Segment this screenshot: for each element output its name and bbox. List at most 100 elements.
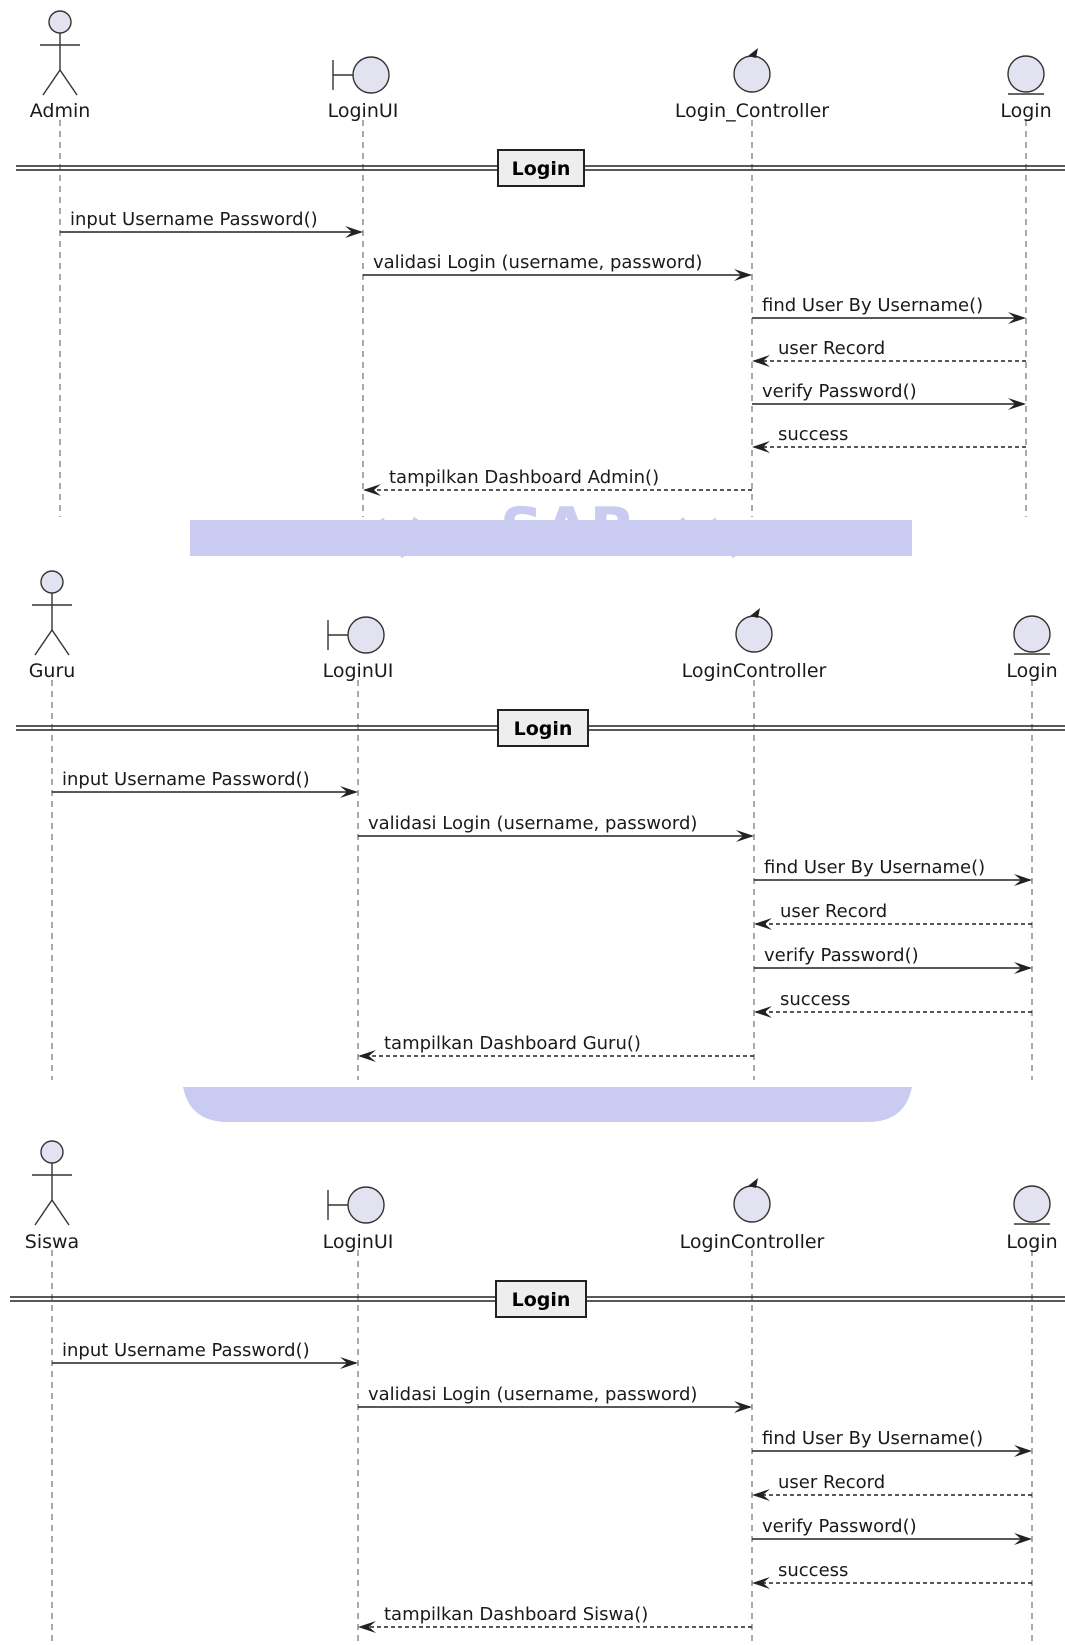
arrow-head-icon bbox=[1014, 1533, 1032, 1545]
entity-icon bbox=[1007, 55, 1045, 95]
arrow-head-icon bbox=[754, 1006, 772, 1018]
arrow-head-icon bbox=[752, 1489, 770, 1501]
boundary-icon bbox=[327, 616, 385, 654]
actor-icon bbox=[40, 10, 80, 96]
arrow-head-icon bbox=[363, 484, 381, 496]
participant-name: LoginUI bbox=[328, 100, 399, 122]
message-label: user Record bbox=[780, 901, 887, 922]
message-label: tampilkan Dashboard Siswa() bbox=[384, 1604, 648, 1625]
message-label: input Username Password() bbox=[62, 769, 310, 790]
arrow-head-icon bbox=[752, 1577, 770, 1589]
actor-icon bbox=[32, 1140, 72, 1226]
participant-entity: Login bbox=[1006, 615, 1058, 682]
control-icon bbox=[735, 608, 773, 653]
boundary-icon bbox=[332, 56, 390, 94]
participant-actor: Guru bbox=[29, 570, 76, 682]
participant-control: LoginController bbox=[680, 1178, 825, 1253]
entity-icon bbox=[1013, 615, 1051, 655]
divider-label: Login bbox=[514, 718, 573, 740]
message-label: find User By Username() bbox=[762, 1428, 983, 1449]
arrow-head-icon bbox=[345, 226, 363, 238]
message-label: validasi Login (username, password) bbox=[368, 1384, 697, 1405]
message: find User By Username() bbox=[752, 295, 1026, 324]
message-label: tampilkan Dashboard Guru() bbox=[384, 1033, 641, 1054]
message-label: user Record bbox=[778, 1472, 885, 1493]
control-icon bbox=[733, 48, 771, 93]
message: verify Password() bbox=[754, 945, 1032, 974]
section-divider: Login bbox=[16, 149, 1065, 187]
participant-name: Guru bbox=[29, 660, 76, 682]
arrow-head-icon bbox=[1008, 312, 1026, 324]
message-label: tampilkan Dashboard Admin() bbox=[389, 467, 659, 488]
participant-name: Login bbox=[1000, 100, 1051, 122]
message-label: success bbox=[778, 424, 848, 445]
message: user Record bbox=[754, 901, 1032, 930]
message-label: validasi Login (username, password) bbox=[373, 252, 702, 273]
arrow-head-icon bbox=[358, 1050, 376, 1062]
message: user Record bbox=[752, 338, 1026, 367]
message-label: verify Password() bbox=[764, 945, 919, 966]
message: success bbox=[752, 1560, 1032, 1589]
message: success bbox=[752, 424, 1026, 453]
participant-actor: Siswa bbox=[25, 1140, 79, 1253]
message: verify Password() bbox=[752, 1516, 1032, 1545]
participant-actor: Admin bbox=[30, 10, 91, 122]
participant-name: Siswa bbox=[25, 1231, 79, 1253]
message: success bbox=[754, 989, 1032, 1018]
watermark-band-2 bbox=[183, 1087, 912, 1122]
arrow-head-icon bbox=[340, 786, 358, 798]
message: find User By Username() bbox=[752, 1428, 1032, 1457]
participant-boundary: LoginUI bbox=[328, 56, 399, 122]
participant-entity: Login bbox=[1000, 55, 1052, 122]
message: find User By Username() bbox=[754, 857, 1032, 886]
message-label: input Username Password() bbox=[62, 1340, 310, 1361]
arrow-head-icon bbox=[752, 355, 770, 367]
divider-label: Login bbox=[512, 158, 571, 180]
message: validasi Login (username, password) bbox=[363, 252, 752, 281]
participant-name: Login bbox=[1006, 1231, 1057, 1253]
message-label: find User By Username() bbox=[764, 857, 985, 878]
message-label: user Record bbox=[778, 338, 885, 359]
participant-control: Login_Controller bbox=[675, 48, 829, 122]
message: input Username Password() bbox=[60, 209, 363, 238]
participant-name: Admin bbox=[30, 100, 91, 122]
participant-boundary: LoginUI bbox=[323, 1186, 394, 1253]
message-label: validasi Login (username, password) bbox=[368, 813, 697, 834]
message-label: find User By Username() bbox=[762, 295, 983, 316]
message: tampilkan Dashboard Admin() bbox=[363, 467, 752, 496]
participant-name: LoginController bbox=[680, 1231, 825, 1253]
message: validasi Login (username, password) bbox=[358, 1384, 752, 1413]
arrow-head-icon bbox=[1014, 874, 1032, 886]
participant-entity: Login bbox=[1006, 1185, 1058, 1253]
arrow-head-icon bbox=[340, 1357, 358, 1369]
watermark-band-1: SAR bbox=[190, 495, 912, 565]
arrow-head-icon bbox=[1014, 962, 1032, 974]
message: input Username Password() bbox=[52, 769, 358, 798]
section-divider: Login bbox=[16, 709, 1065, 747]
participant-name: LoginUI bbox=[323, 1231, 394, 1253]
boundary-icon bbox=[327, 1186, 385, 1224]
participant-name: LoginController bbox=[682, 660, 827, 682]
arrow-head-icon bbox=[734, 1401, 752, 1413]
arrow-head-icon bbox=[754, 918, 772, 930]
entity-icon bbox=[1013, 1185, 1051, 1225]
arrow-head-icon bbox=[752, 441, 770, 453]
message: validasi Login (username, password) bbox=[358, 813, 754, 842]
actor-icon bbox=[32, 570, 72, 656]
control-icon bbox=[733, 1178, 771, 1223]
message: input Username Password() bbox=[52, 1340, 358, 1369]
message-label: success bbox=[780, 989, 850, 1010]
message: tampilkan Dashboard Guru() bbox=[358, 1033, 754, 1062]
message: tampilkan Dashboard Siswa() bbox=[358, 1604, 752, 1633]
arrow-head-icon bbox=[1008, 398, 1026, 410]
participant-name: Login_Controller bbox=[675, 100, 829, 122]
message-label: verify Password() bbox=[762, 381, 917, 402]
message: verify Password() bbox=[752, 381, 1026, 410]
section-divider: Login bbox=[10, 1280, 1065, 1318]
arrow-head-icon bbox=[358, 1621, 376, 1633]
